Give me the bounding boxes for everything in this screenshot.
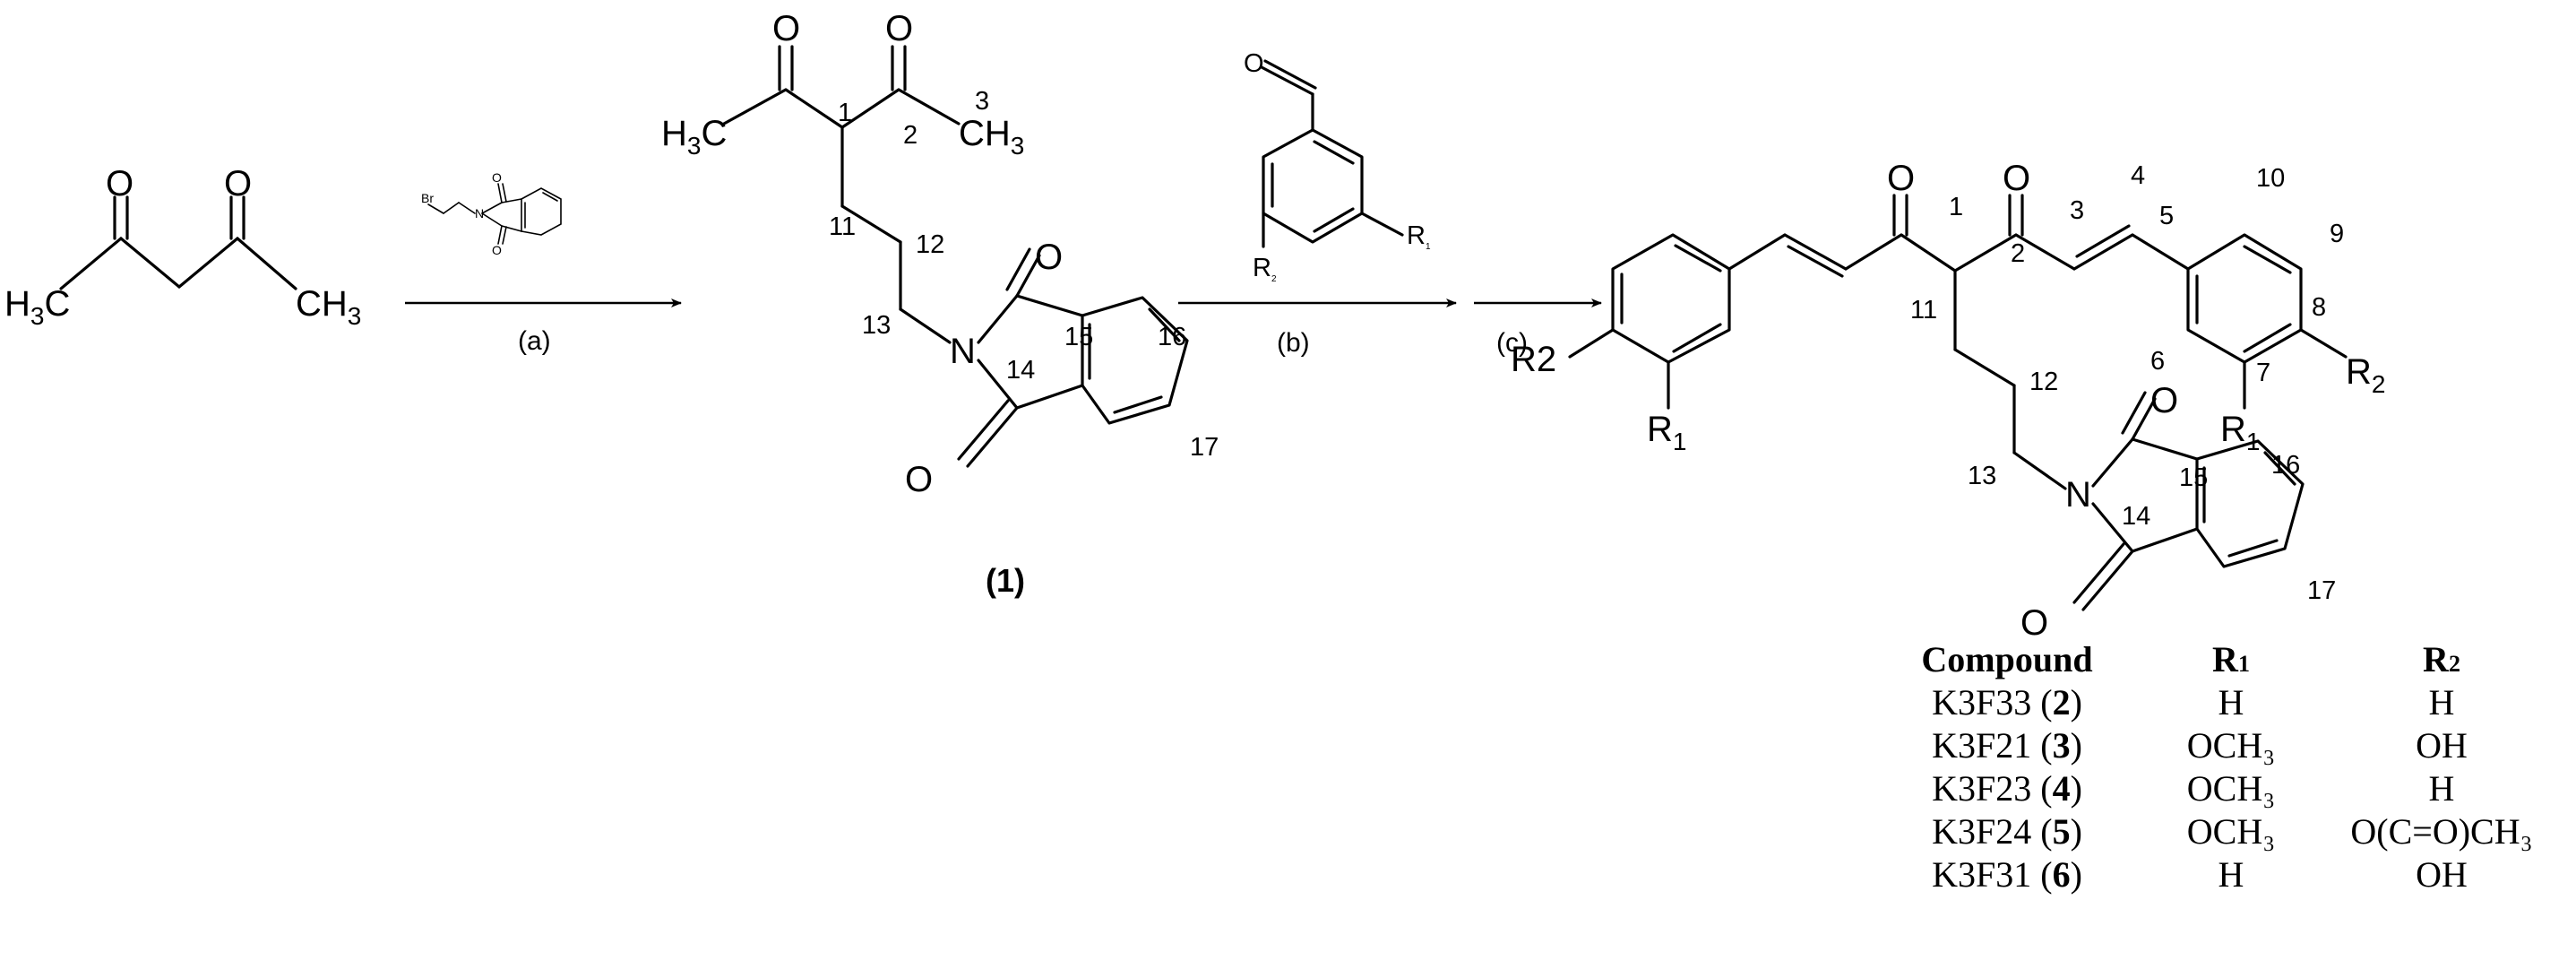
int-num-16: 16 [1158, 323, 1186, 351]
aldehyde-r1: R1 [1407, 221, 1431, 252]
header-compound: Compound [1921, 639, 2093, 679]
substituent-table: Compound R1 R2 K3F33 (2) H H K3F21 (3) O… [1873, 638, 2572, 896]
prod-oxygen-4: O [2020, 603, 2048, 643]
prod-num-7: 7 [2256, 359, 2270, 387]
table-row: K3F21 (3) OCH₃ OH [1932, 725, 2468, 766]
prod-num-6: 6 [2150, 347, 2165, 376]
prod-nitrogen: N [2065, 475, 2091, 515]
prod-num-4: 4 [2131, 161, 2145, 190]
int-num-1: 1 [838, 99, 852, 127]
int-oxygen-2: O [885, 9, 913, 48]
prod-num-2: 2 [2011, 239, 2025, 268]
acac-oxygen-right: O [224, 164, 252, 203]
header-r2: R2 [2423, 639, 2460, 679]
table-row: K3F31 (6) H OH [1932, 854, 2468, 895]
prod-num-16: 16 [2271, 451, 2300, 480]
prod-oxygen-3: O [2150, 381, 2178, 420]
acac-oxygen-left: O [106, 164, 134, 203]
int-num-14: 14 [1006, 356, 1035, 385]
int-num-12: 12 [916, 230, 944, 259]
prod-num-17: 17 [2307, 576, 2336, 605]
acetylacetone-structure: O O H3C CH3 [4, 164, 361, 330]
bromide-n: N [475, 206, 484, 221]
acac-ch3-label: CH3 [296, 284, 361, 330]
prod-oxygen-1: O [1887, 159, 1915, 198]
int-oxygen-1: O [772, 9, 800, 48]
step-a-label: (a) [518, 326, 551, 356]
step-c-label: (c) [1496, 328, 1528, 358]
step-b-label: (b) [1277, 328, 1310, 358]
prod-r1-left: R1 [1647, 410, 1686, 455]
product-structure: O O O O N R2 R1 R2 R1 1 2 3 4 5 6 7 8 9 … [1511, 159, 2385, 643]
prod-num-10: 10 [2256, 164, 2285, 193]
prod-num-9: 9 [2330, 220, 2344, 248]
prod-oxygen-2: O [2003, 159, 2030, 198]
benzaldehyde-structure: O R1 R2 [1244, 49, 1431, 284]
prod-num-13: 13 [1968, 462, 1996, 490]
table-row: K3F33 (2) H H [1932, 682, 2455, 723]
aldehyde-r2: R2 [1253, 254, 1277, 284]
int-ch3-label: CH3 [959, 114, 1024, 160]
bromide-br: Br [421, 191, 434, 205]
int-num-11: 11 [829, 212, 856, 241]
prod-num-3: 3 [2070, 196, 2084, 225]
int-num-2: 2 [903, 121, 918, 150]
prod-num-15: 15 [2179, 463, 2208, 492]
table-row: K3F23 (4) OCH₃ H [1932, 768, 2455, 809]
int-num-13: 13 [862, 311, 891, 340]
bromide-o-top: O [492, 170, 502, 185]
bromopropyl-phthalimide-structure: Br N O O [421, 170, 562, 257]
acac-h3c-label: H3C [4, 284, 70, 330]
header-r1: R1 [2212, 639, 2250, 679]
prod-num-8: 8 [2312, 293, 2326, 322]
table-row: K3F24 (5) OCH₃ O(C=O)CH₃ [1932, 811, 2533, 852]
int-oxygen-3: O [1035, 238, 1063, 277]
bromide-o-bottom: O [492, 243, 502, 257]
prod-r2-left: R2 [1511, 340, 1556, 379]
int-num-17: 17 [1190, 433, 1219, 462]
int-oxygen-4: O [905, 460, 933, 499]
prod-num-12: 12 [2029, 368, 2058, 396]
table-header-row: Compound R1 R2 [1873, 638, 2572, 681]
int-num-15: 15 [1064, 323, 1093, 351]
int-nitrogen: N [950, 332, 976, 371]
int-h3c-label: H3C [661, 114, 727, 160]
aldehyde-oxygen: O [1244, 49, 1264, 78]
prod-num-1: 1 [1949, 193, 1963, 221]
prod-r2-right: R2 [2346, 352, 2385, 398]
intermediate-1-structure: O O O O N H3C CH3 1 2 3 11 12 13 14 15 1… [661, 9, 1219, 599]
prod-num-5: 5 [2159, 202, 2174, 230]
intermediate-label: (1) [986, 562, 1025, 599]
int-num-3: 3 [975, 87, 989, 116]
prod-num-14: 14 [2122, 502, 2150, 531]
prod-r1-right: R1 [2220, 410, 2260, 455]
prod-num-11: 11 [1910, 296, 1937, 325]
